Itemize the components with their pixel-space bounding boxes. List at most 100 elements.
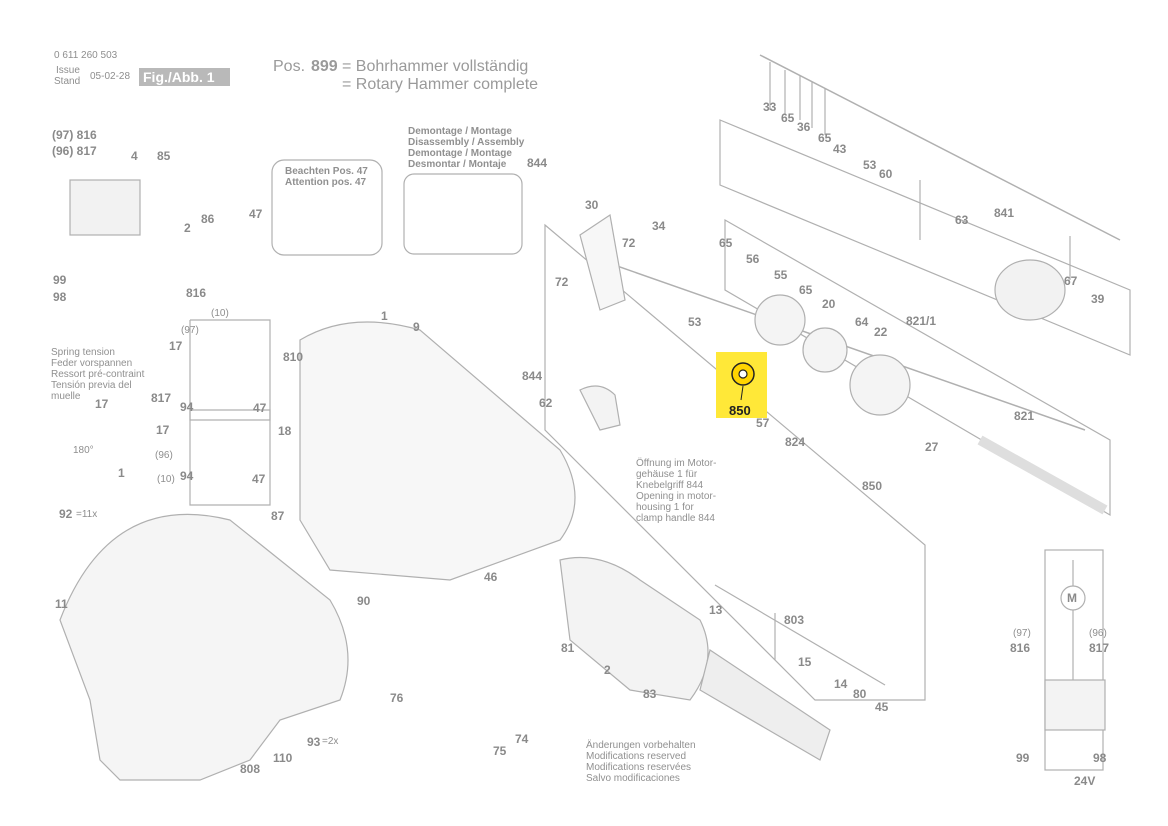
label: 803: [784, 613, 805, 627]
label: 93: [307, 735, 321, 749]
label: 17: [95, 397, 109, 411]
label: 72: [622, 236, 636, 250]
label: 844: [522, 369, 543, 383]
label: 98: [53, 290, 67, 304]
label: 74: [515, 732, 529, 746]
rotary-hammer-body: [59, 513, 349, 781]
label: 39: [1091, 292, 1105, 306]
stand-label: Stand: [54, 76, 81, 87]
motor-housing: [299, 321, 576, 581]
housing-panel: [544, 223, 926, 701]
label: 1: [118, 466, 125, 480]
gearbox-panel: [724, 218, 1111, 517]
label: 2: [184, 221, 191, 235]
label: 36: [797, 120, 811, 134]
pos-number: 899: [311, 58, 338, 75]
label: 65: [719, 236, 733, 250]
label: 65: [781, 111, 795, 125]
bearing-850-icon: [731, 362, 755, 401]
label: 64: [855, 315, 869, 329]
label: 817: [151, 391, 172, 405]
label: 80: [853, 687, 867, 701]
label: 821/1: [906, 314, 937, 328]
label: 55: [774, 268, 788, 282]
label: 2: [604, 663, 611, 677]
chuck-panel: [719, 119, 1131, 356]
label: 821: [1014, 409, 1035, 423]
motor-label: M: [1067, 591, 1077, 605]
label: 810: [283, 350, 304, 364]
label: 816: [1010, 641, 1031, 655]
label: (96) 817: [52, 144, 97, 158]
spindle-821: [977, 435, 1108, 515]
label: (97): [181, 325, 199, 336]
qty-93: =2x: [322, 736, 339, 747]
figure-label: Fig./Abb. 1: [139, 68, 230, 86]
label: (10): [211, 308, 229, 319]
label: 45: [875, 700, 889, 714]
label: 13: [709, 603, 723, 617]
label: 17: [156, 423, 170, 437]
label: (97): [1013, 628, 1031, 639]
label: 99: [53, 273, 67, 287]
motor-stator: [559, 556, 709, 701]
opening-note: Öffnung im Motor-gehäuse 1 für Knebelgri…: [636, 458, 717, 524]
armature: [699, 649, 831, 761]
voltage-label: 24V: [1074, 774, 1096, 788]
label: 47: [253, 401, 267, 415]
label: 85: [157, 149, 171, 163]
part-number: 0 611 260 503: [54, 50, 118, 61]
label: 34: [652, 219, 666, 233]
label: 65: [799, 283, 813, 297]
label: 27: [925, 440, 939, 454]
label: 75: [493, 744, 507, 758]
label: 92: [59, 507, 73, 521]
chuck-body: [994, 259, 1066, 321]
label: 844: [527, 156, 548, 170]
label: 816: [186, 286, 207, 300]
label: 110: [273, 751, 293, 765]
label: 4: [131, 149, 138, 163]
label: 72: [555, 275, 569, 289]
wiring-schematic-frame: [1044, 549, 1104, 771]
label: 86: [201, 212, 215, 226]
qty-92: =11x: [76, 509, 98, 520]
title-en: = Rotary Hammer complete: [342, 76, 539, 93]
label: 81: [561, 641, 575, 655]
label: 62: [539, 396, 553, 410]
label: 18: [278, 424, 292, 438]
bearing-55: [754, 294, 806, 346]
label: 47: [249, 207, 263, 221]
title-de: = Bohrhammer vollständig: [342, 58, 529, 75]
highlight-part-number: 850: [729, 403, 751, 418]
label: 56: [746, 252, 760, 266]
disassembly-box: [403, 173, 523, 255]
label: 65: [818, 131, 832, 145]
part-20: [802, 327, 848, 373]
label: 57: [756, 416, 770, 430]
angle-note: 180°: [73, 445, 94, 456]
label: 67: [1064, 274, 1078, 288]
label: 17: [169, 339, 183, 353]
issue-label: Issue: [56, 65, 80, 76]
label: 46: [484, 570, 498, 584]
label: 14: [834, 677, 848, 691]
label: 841: [994, 206, 1015, 220]
label: 98: [1093, 751, 1107, 765]
label: 63: [955, 213, 969, 227]
switch-panel-lower: [189, 409, 271, 506]
label: 1: [381, 309, 388, 323]
label: 11: [55, 597, 68, 611]
clamp-handle: [579, 385, 621, 431]
label: (97) 816: [52, 128, 97, 142]
label: 87: [271, 509, 285, 523]
label: 22: [874, 325, 888, 339]
label: 83: [643, 687, 657, 701]
label: 808: [240, 762, 261, 776]
label: 90: [357, 594, 371, 608]
label: 824: [785, 435, 806, 449]
label: 47: [252, 472, 266, 486]
